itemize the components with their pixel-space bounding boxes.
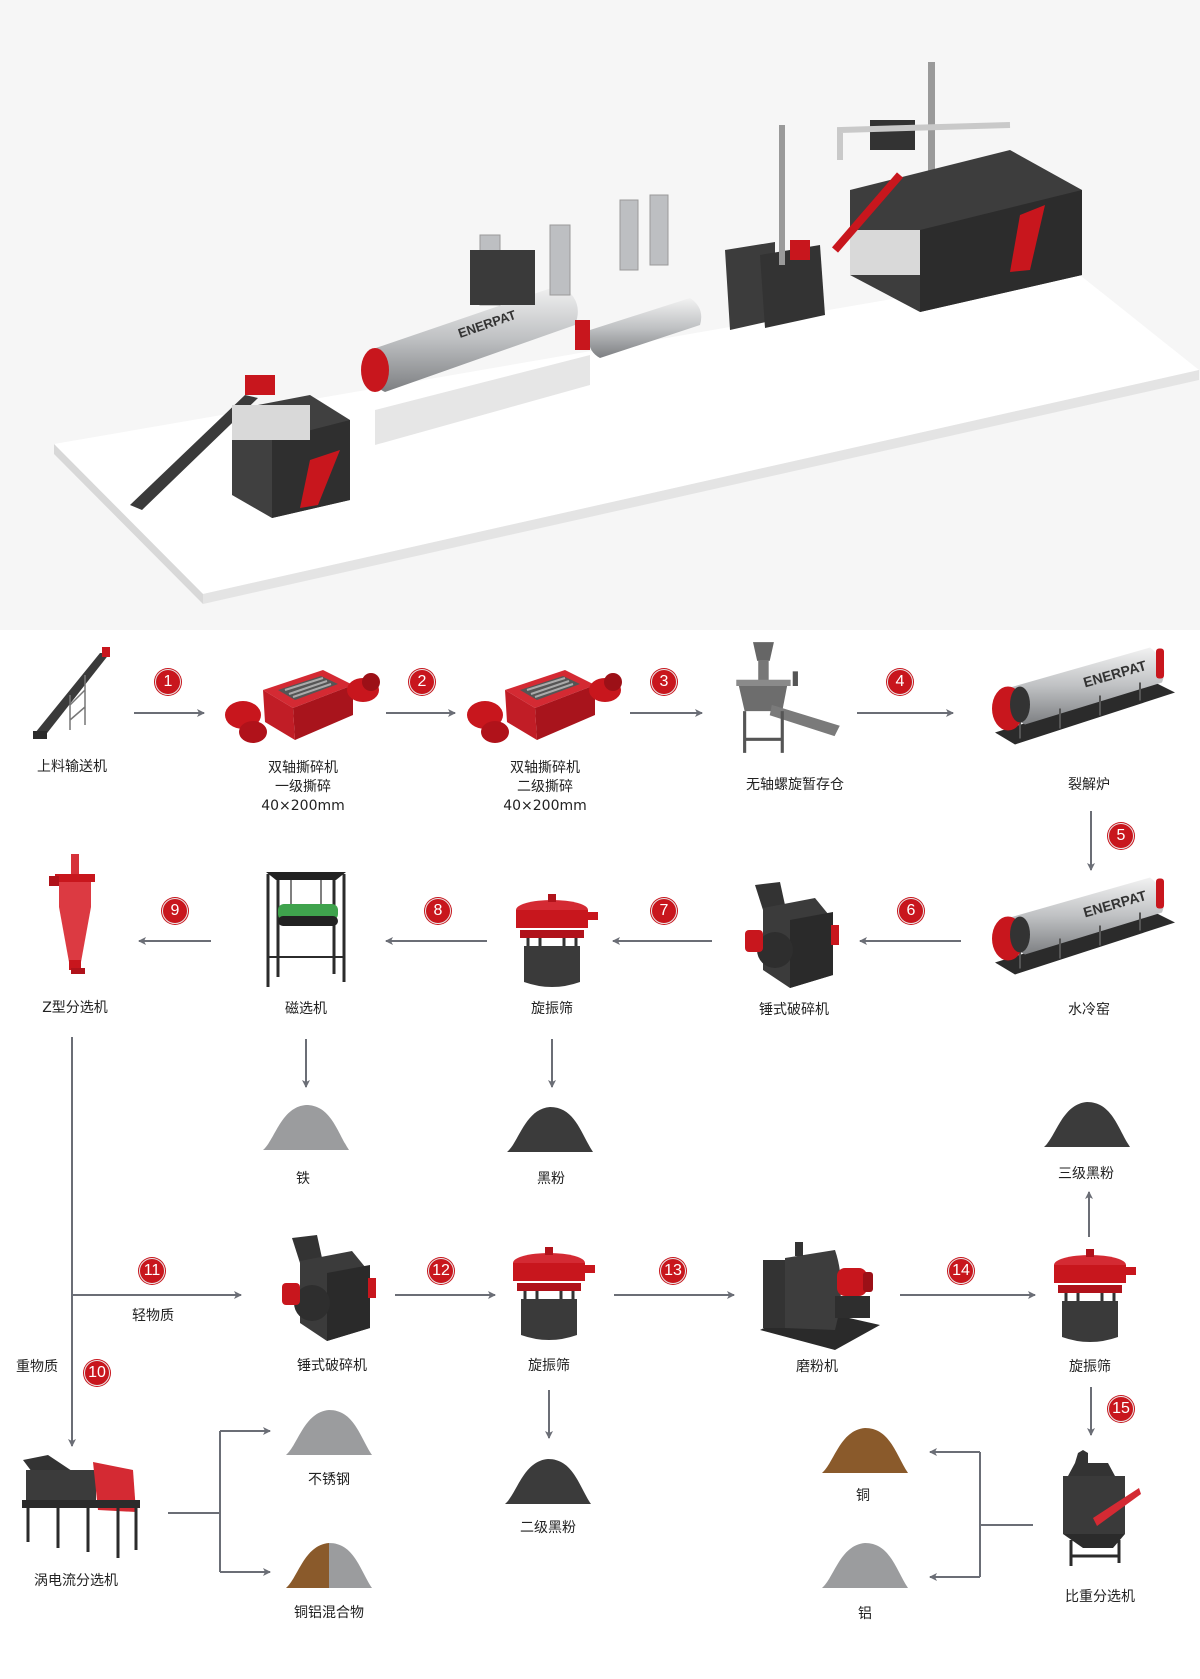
step-badge-1: 1: [155, 669, 181, 695]
step-badge-14: 14: [948, 1258, 974, 1284]
label-mill: 磨粉机: [796, 1359, 838, 1375]
label-shredder-1: 双轴撕碎机 一级撕碎 40×200mm: [261, 759, 345, 816]
step-badge-8: 8: [425, 898, 451, 924]
label-line: 双轴撕碎机: [267, 760, 338, 776]
label-cooler: 水冷窑: [1068, 1002, 1110, 1018]
shaftless-screw-silo-icon: [730, 640, 845, 755]
label-z-separator: Z型分选机: [42, 1000, 108, 1016]
label-heavy-material: 重物质: [16, 1359, 58, 1375]
label-line: 一级撕碎: [274, 779, 331, 795]
step-badge-9: 9: [162, 898, 188, 924]
plant-pyrolysis-kiln: [367, 285, 578, 392]
label-black-powder-2: 二级黑粉: [520, 1520, 576, 1536]
vibrating-sieve-2-icon: [507, 1243, 597, 1343]
label-stainless: 不锈钢: [308, 1472, 350, 1488]
plant-cooling-kiln: [588, 298, 702, 358]
step-badge-5: 5: [1108, 823, 1134, 849]
label-line: 40×200mm: [503, 798, 587, 814]
step-badge-4: 4: [887, 669, 913, 695]
label-feed-conveyor: 上料输送机: [37, 759, 107, 775]
label-black-powder-3: 三级黑粉: [1058, 1166, 1114, 1182]
step-badge-6: 6: [898, 898, 924, 924]
magnetic-separator-icon: [256, 862, 356, 992]
black-powder-pile-icon: [505, 1104, 595, 1154]
copper-aluminum-mix-pile-icon: [284, 1540, 374, 1590]
label-sieve: 旋振筛: [531, 1001, 573, 1017]
iron-pile-icon: [261, 1102, 351, 1152]
label-aluminum: 铝: [858, 1606, 872, 1622]
water-cooled-kiln-icon: [980, 870, 1180, 985]
plant-overview-illustration: ENERPAT: [0, 0, 1200, 630]
label-gravity-separator: 比重分选机: [1065, 1589, 1135, 1605]
label-sieve-2: 旋振筛: [528, 1358, 570, 1374]
shredder-2-icon: [465, 660, 625, 750]
copper-pile-icon: [820, 1425, 910, 1475]
step-badge-10: 10: [84, 1360, 110, 1386]
label-hammer-crusher: 锤式破碎机: [759, 1002, 829, 1018]
vibrating-sieve-3-icon: [1048, 1245, 1138, 1345]
label-line: 二级撕碎: [516, 779, 573, 795]
label-eddy-separator: 涡电流分选机: [34, 1573, 118, 1589]
vibrating-sieve-icon: [510, 890, 600, 990]
step-badge-12: 12: [428, 1258, 454, 1284]
gravity-output-bracket: [979, 1452, 1033, 1577]
shredder-1-icon: [223, 660, 383, 750]
aluminum-pile-icon: [820, 1540, 910, 1590]
eddy-current-separator-icon: [18, 1450, 148, 1560]
label-sieve-3: 旋振筛: [1069, 1359, 1111, 1375]
black-powder-2-pile-icon: [503, 1456, 593, 1506]
step-badge-11: 11: [139, 1258, 165, 1284]
label-black-powder: 黑粉: [537, 1171, 565, 1187]
black-powder-3-pile-icon: [1042, 1099, 1132, 1149]
label-hammer-crusher-2: 锤式破碎机: [297, 1358, 367, 1374]
step-badge-15: 15: [1108, 1396, 1134, 1422]
hammer-crusher-icon: [735, 880, 845, 990]
label-furnace: 裂解炉: [1068, 777, 1110, 793]
step-badge-3: 3: [651, 669, 677, 695]
label-copper: 铜: [856, 1488, 870, 1504]
label-shredder-2: 双轴撕碎机 二级撕碎 40×200mm: [503, 759, 587, 816]
eddy-output-bracket: [168, 1431, 221, 1572]
pyrolysis-furnace-icon: [980, 640, 1180, 755]
label-silo: 无轴螺旋暂存仓: [746, 777, 844, 793]
label-line: 双轴撕碎机: [509, 760, 580, 776]
label-line: 40×200mm: [261, 798, 345, 814]
label-light-material: 轻物质: [132, 1308, 174, 1324]
label-magnet: 磁选机: [285, 1001, 327, 1017]
z-separator-icon: [45, 852, 105, 982]
hammer-crusher-2-icon: [272, 1233, 382, 1343]
step-badge-7: 7: [651, 898, 677, 924]
plant-conveyor: [130, 395, 258, 510]
step-badge-2: 2: [409, 669, 435, 695]
step-badge-13: 13: [660, 1258, 686, 1284]
label-copper-aluminum: 铜铝混合物: [294, 1605, 364, 1621]
label-iron: 铁: [296, 1171, 310, 1187]
plant-platform: [54, 268, 1199, 594]
feed-conveyor-icon: [30, 640, 120, 750]
grinding-mill-icon: [755, 1240, 885, 1350]
stainless-steel-pile-icon: [284, 1407, 374, 1457]
gravity-separator-icon: [1053, 1448, 1143, 1568]
